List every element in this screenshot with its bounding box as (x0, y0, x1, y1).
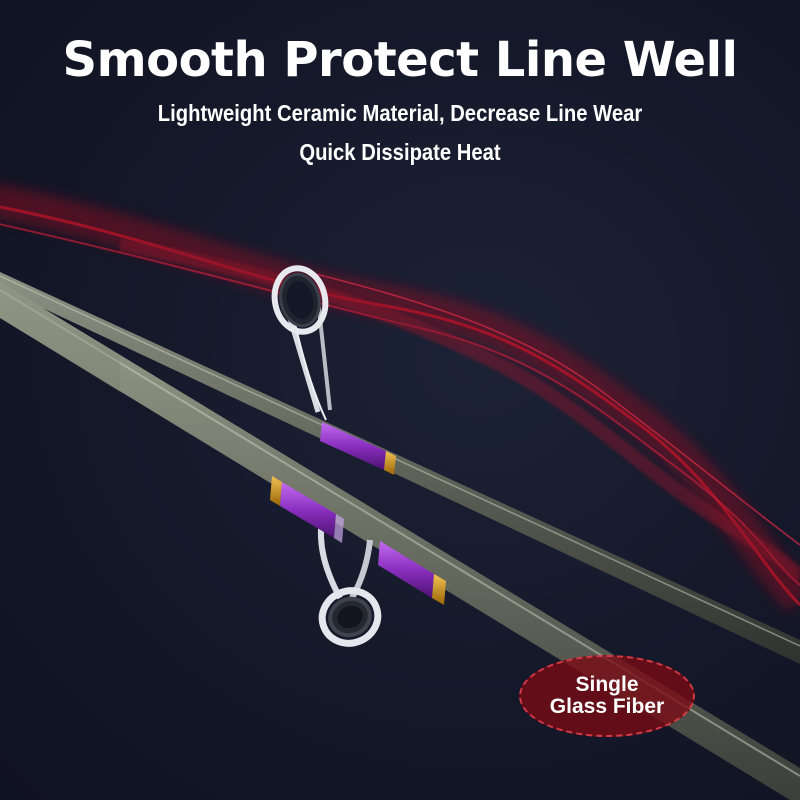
subtitle-line-1: Lightweight Ceramic Material, Decrease L… (157, 100, 643, 126)
upper-guide (271, 265, 332, 421)
headline: Smooth Protect Line Well (62, 32, 738, 88)
main-rod-blank (0, 282, 800, 800)
badge-line-1: Single (575, 672, 639, 696)
subtitle-line-2: Quick Dissipate Heat (299, 139, 501, 165)
fishing-line-ribbon (0, 184, 800, 613)
upper-rod-blank (0, 272, 800, 664)
badge-line-2: Glass Fiber (549, 695, 665, 718)
single-glass-fiber-badge: Single Glass Fiber (519, 655, 695, 737)
upper-thread-wrap (320, 422, 396, 475)
lower-thread-wraps (270, 476, 446, 605)
